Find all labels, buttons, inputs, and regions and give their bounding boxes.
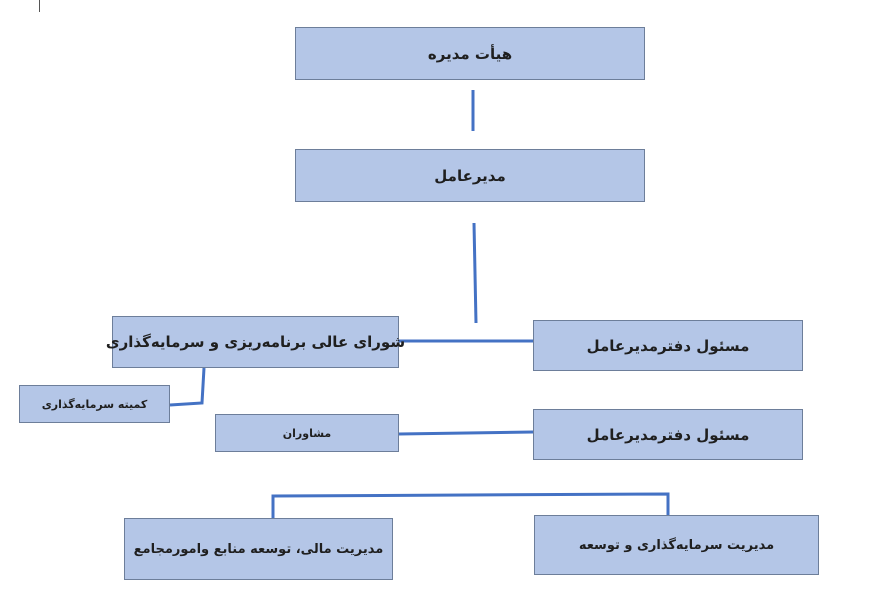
board-box[interactable]: هیأت مدیره [295, 27, 645, 80]
ceo-box[interactable]: مدیرعامل [295, 149, 645, 202]
finance-dept-label: مدیریت مالی، توسعه منابع وامورمجامع [133, 541, 384, 557]
investment-dept-label: مدیریت سرمایه‌گذاری و توسعه [578, 537, 775, 553]
board-label: هیأت مدیره [427, 44, 513, 63]
high-council-label: شورای عالی برنامه‌ریزی و سرمایه‌گذاری [105, 333, 406, 351]
high-council-box[interactable]: شورای عالی برنامه‌ریزی و سرمایه‌گذاری [106, 316, 405, 368]
text-cursor [39, 0, 40, 12]
ceo-label: مدیرعامل [434, 166, 506, 185]
ceo-office-head-box-1[interactable]: مسئول دفترمدیرعامل [533, 320, 803, 371]
connector-advisors-office [398, 430, 534, 436]
ceo-office-head-box-2[interactable]: مسئول دفترمدیرعامل [533, 409, 803, 460]
advisors-label: مشاوران [282, 426, 332, 440]
ceo-office-head-label-2: مسئول دفترمدیرعامل [586, 425, 750, 444]
advisors-box[interactable]: مشاوران [215, 414, 399, 452]
investment-committee-label: کمیته سرمایه‌گذاری [41, 397, 148, 411]
connector-departments [271, 492, 670, 518]
ceo-office-head-label-1: مسئول دفترمدیرعامل [586, 336, 750, 355]
finance-dept-box[interactable]: مدیریت مالی، توسعه منابع وامورمجامع [124, 518, 393, 580]
connector-ceo-trunk [472, 222, 478, 324]
investment-committee-box[interactable]: کمیته سرمایه‌گذاری [19, 385, 170, 423]
connector-council-committee [169, 367, 206, 407]
investment-dept-box[interactable]: مدیریت سرمایه‌گذاری و توسعه [534, 515, 819, 575]
